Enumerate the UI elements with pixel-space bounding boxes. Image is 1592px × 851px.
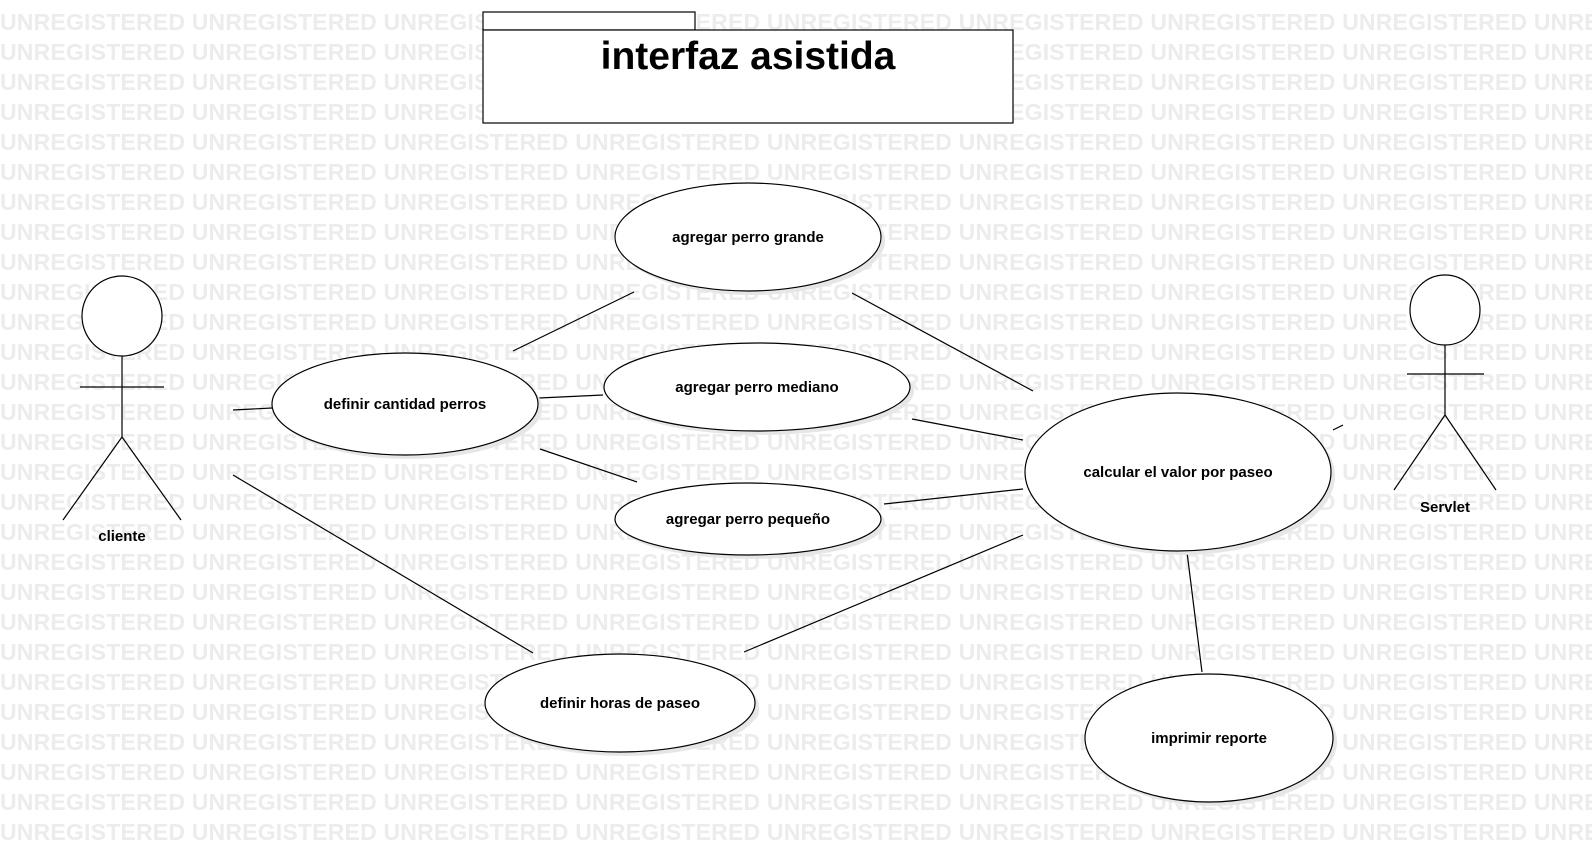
usecase-ellipse [484, 653, 756, 753]
usecase-label: agregar perro pequeño [666, 511, 830, 528]
assoc-cantidad-grande [512, 291, 635, 352]
assoc-calcular-imprimir [1186, 551, 1203, 673]
usecase-ellipse [614, 482, 882, 556]
package-tab [482, 11, 696, 31]
assoc-pequeno-calcular [883, 488, 1024, 505]
usecase-ellipse [271, 352, 539, 456]
actor-servlet-head [1409, 274, 1481, 346]
usecase-label: agregar perro grande [672, 229, 824, 246]
usecase-label: calcular el valor por paseo [1083, 464, 1272, 481]
associations [232, 291, 1344, 673]
usecase-agregar-perro-pequeno[interactable]: agregar perro pequeño [614, 482, 885, 559]
usecase-agregar-perro-mediano[interactable]: agregar perro mediano [603, 342, 914, 435]
usecase-definir-cantidad-perros[interactable]: definir cantidad perros [271, 352, 542, 459]
usecase-calcular-valor-paseo[interactable]: calcular el valor por paseo [1024, 392, 1335, 555]
usecase-label: imprimir reporte [1151, 730, 1267, 747]
assoc-cantidad-pequeno [539, 448, 638, 483]
assoc-cliente-definir-horas [232, 474, 534, 654]
package-interfaz-asistida[interactable]: interfaz asistida [482, 11, 1014, 124]
actor-servlet-right-leg [1444, 414, 1497, 491]
package-title: interfaz asistida [601, 35, 896, 78]
usecase-label: agregar perro mediano [675, 379, 838, 396]
usecase-label: definir cantidad perros [324, 396, 487, 413]
usecase-label: definir horas de paseo [540, 695, 700, 712]
assoc-horas-calcular [743, 534, 1024, 653]
actor-cliente-head [81, 275, 163, 357]
actor-cliente-right-leg [121, 436, 182, 521]
assoc-calcular-servlet [1332, 424, 1344, 431]
actor-cliente[interactable] [62, 275, 182, 521]
actor-cliente-label: cliente [98, 528, 146, 545]
usecase-ellipse [1084, 673, 1334, 803]
assoc-mediano-calcular [911, 418, 1024, 441]
package-body [482, 29, 1014, 124]
usecase-agregar-perro-grande[interactable]: agregar perro grande [614, 182, 885, 295]
assoc-cliente-definir-cantidad [232, 407, 273, 411]
assoc-grande-calcular [851, 292, 1034, 392]
actor-servlet[interactable] [1393, 274, 1497, 491]
usecase-ellipse [603, 342, 911, 432]
actor-servlet-label: Servlet [1420, 499, 1470, 516]
usecase-ellipse [1024, 392, 1332, 552]
usecase-imprimir-reporte[interactable]: imprimir reporte [1084, 673, 1337, 806]
actor-servlet-left-leg [1393, 414, 1446, 491]
actor-cliente-left-leg [62, 436, 123, 521]
usecase-definir-horas-paseo[interactable]: definir horas de paseo [484, 653, 759, 756]
usecase-ellipse [614, 182, 882, 292]
assoc-cantidad-mediano [538, 394, 604, 399]
